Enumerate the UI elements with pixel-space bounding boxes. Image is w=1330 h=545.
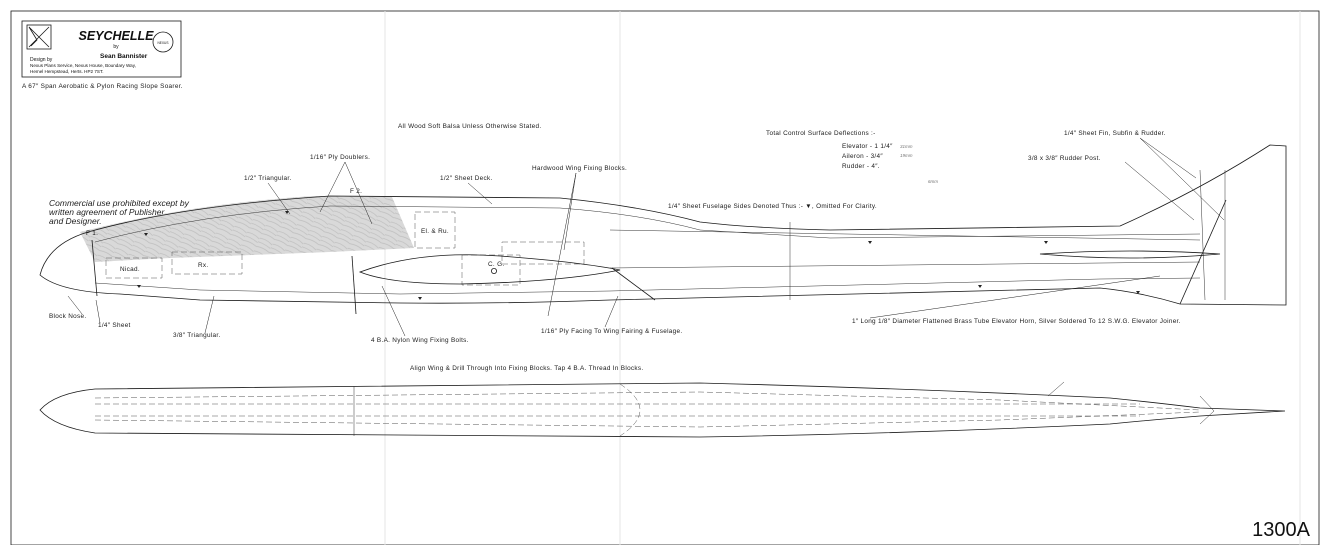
label-fin: 1/4″ Sheet Fin, Subfin & Rudder. (1064, 130, 1166, 137)
label-f1: F 1. (86, 230, 98, 237)
servo-box (414, 211, 456, 249)
label-quarter-sheet: 1/4″ Sheet (98, 322, 131, 329)
design-by-text: Design by (30, 57, 53, 63)
model-name: SEYCHELLE (78, 29, 154, 43)
deflections-title: Total Control Surface Deflections :- (766, 130, 876, 137)
elevator-deflection: Elevator - 1 1/4″ (842, 143, 893, 150)
notice-line: and Designer. (49, 216, 102, 226)
rx-box (171, 251, 243, 275)
label-nicad: Nicad. (120, 266, 140, 273)
label-rx: Rx. (198, 262, 209, 269)
sheet-side-markers (137, 211, 1140, 300)
commercial-notice: Commercial use prohibited except by writ… (49, 198, 190, 226)
tailplane-section (1039, 250, 1221, 259)
aileron-deflection: Aileron - 3/4″ (842, 153, 883, 160)
label-ply-doublers: 1/16″ Ply Doublers. (310, 154, 370, 161)
address-line: Nexus Plans Service, Nexus House, Bounda… (30, 63, 136, 68)
deflection-notes: Total Control Surface Deflections :- Ele… (766, 130, 913, 170)
designer-name: Sean Bannister (100, 53, 148, 60)
cg-marker-icon (490, 267, 497, 274)
note-align-wing: Align Wing & Drill Through Into Fixing B… (410, 365, 644, 372)
label-half-triangular: 1/2″ Triangular. (244, 175, 292, 182)
title-block: SEYCHELLE by Sean Bannister Design by Ne… (21, 20, 182, 78)
label-sheet-deck: 1/2″ Sheet Deck. (440, 175, 493, 182)
wing-section (358, 254, 621, 285)
note-all-wood: All Wood Soft Balsa Unless Otherwise Sta… (398, 123, 541, 130)
by-text: by (113, 44, 119, 50)
nexus-logo-icon (28, 26, 50, 48)
rudder-deflection: Rudder - 4″. (842, 163, 880, 170)
drawing-number: 1300A (1252, 519, 1310, 541)
label-nylon-bolts: 4 B.A. Nylon Wing Fixing Bolts. (371, 337, 469, 344)
cg-box (461, 254, 521, 286)
pencil-note: 19mm (900, 153, 913, 158)
label-block-nose: Block Nose. (49, 313, 86, 320)
leader-lines (67, 137, 1225, 337)
seal-text: NEXUS (158, 41, 169, 45)
pencil-note: 31mm (900, 144, 913, 149)
nicad-box (105, 257, 163, 279)
address-line: Hemel Hempstead, Herts. HP2 7ST. (30, 69, 104, 74)
label-rudder-post: 3/8 x 3/8″ Rudder Post. (1028, 155, 1101, 162)
sheet-border (10, 10, 1320, 545)
notice-line: Commercial use prohibited except by (49, 198, 190, 208)
label-ply-facing: 1/16″ Ply Facing To Wing Fairing & Fusel… (541, 328, 682, 335)
note-sheet-sides: 1/4″ Sheet Fuselage Sides Denoted Thus :… (668, 203, 877, 210)
label-three-eighth-tri: 3/8″ Triangular. (173, 332, 221, 339)
fuselage-side-view (39, 144, 1287, 315)
balsa-block-shading (80, 196, 414, 262)
publisher-seal-icon (152, 31, 174, 53)
pencil-note: 6mm (928, 179, 938, 184)
subtitle: A 67″ Span Aerobatic & Pylon Racing Slop… (22, 83, 183, 90)
label-elevator-horn: 1″ Long 1/8″ Diameter Flattened Brass Tu… (852, 318, 1181, 325)
notice-line: written agreement of Publisher (49, 207, 165, 217)
label-cg: C. G. (488, 261, 504, 268)
label-el-ru: El. & Ru. (421, 228, 449, 235)
label-f2: F 2. (350, 188, 362, 195)
label-hardwood-blocks: Hardwood Wing Fixing Blocks. (532, 165, 627, 172)
fuselage-plan-view (39, 381, 1286, 438)
